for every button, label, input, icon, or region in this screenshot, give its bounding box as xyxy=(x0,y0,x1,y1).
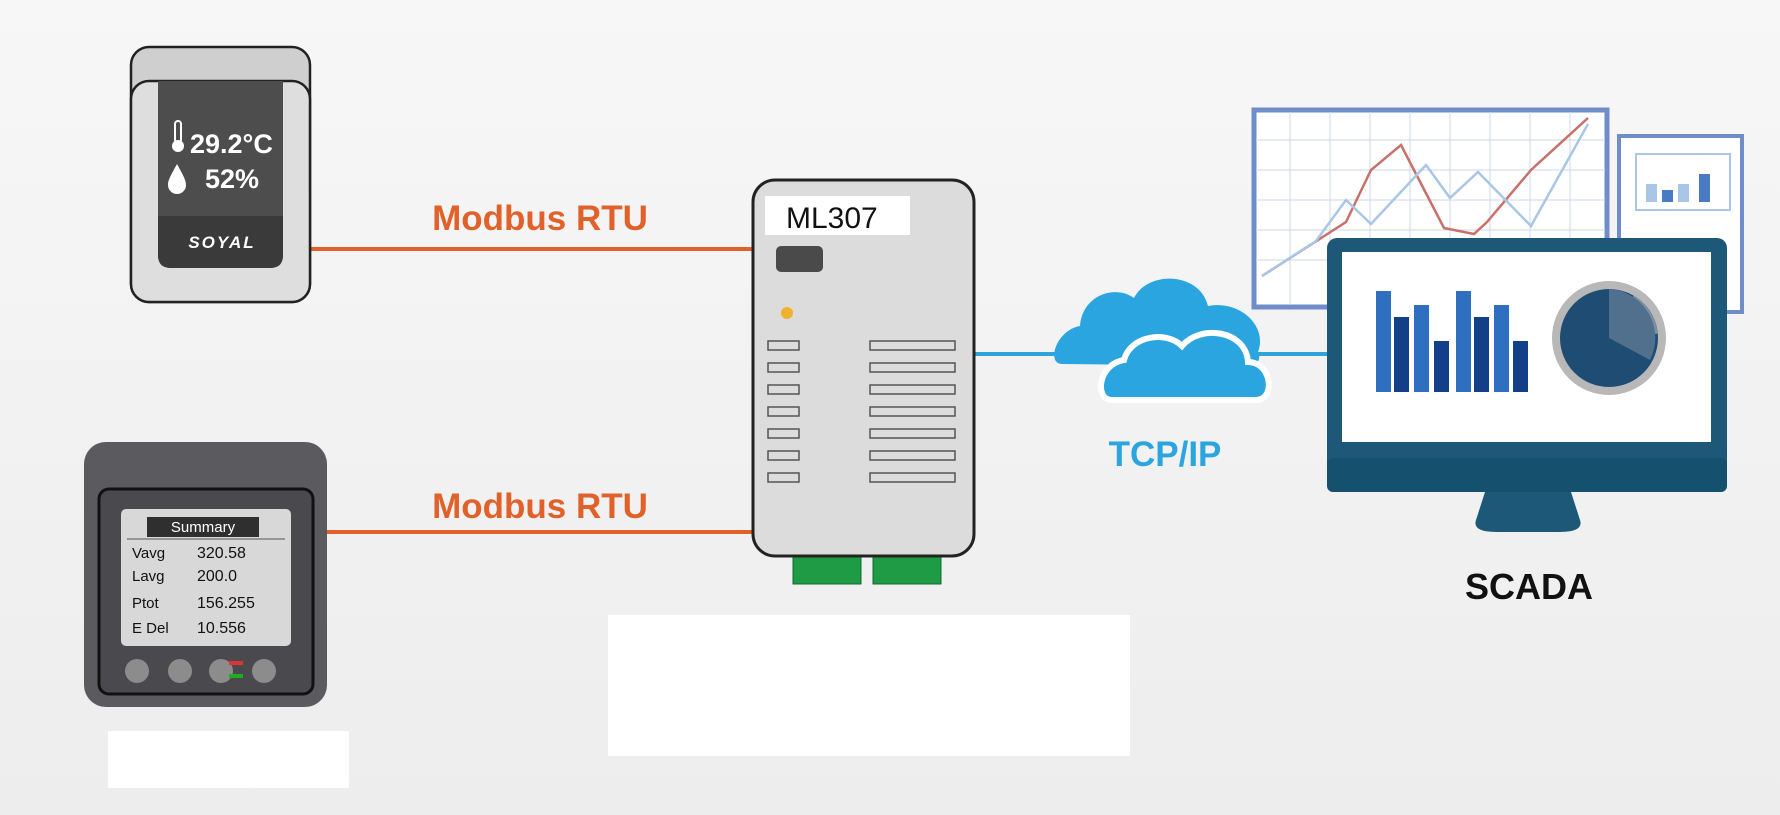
modbus-rtu-label-top: Modbus RTU xyxy=(432,199,648,238)
cloud-icon xyxy=(1054,278,1272,403)
thermometer-icon xyxy=(172,120,184,152)
meter-button xyxy=(252,659,276,683)
meter-row-label: E Del xyxy=(132,620,169,637)
blank-label-box xyxy=(608,615,1130,756)
pie-gauge-icon xyxy=(1552,281,1666,395)
meter-row: Lavg 200.0 xyxy=(132,568,237,585)
meter-row-value: 200.0 xyxy=(197,568,237,585)
meter-row-value: 156.255 xyxy=(197,595,255,612)
tcp-ip-label: TCP/IP xyxy=(1109,435,1222,474)
humidity-value: 52% xyxy=(205,164,259,194)
status-led xyxy=(781,307,793,319)
temperature-value: 29.2°C xyxy=(190,129,273,159)
monitor-icon xyxy=(1327,238,1727,532)
meter-row-label: Ptot xyxy=(132,595,160,612)
gateway-model-label: ML307 xyxy=(786,202,878,235)
gateway-device: ML307 xyxy=(751,178,976,585)
meter-row: E Del 10.556 xyxy=(132,620,246,637)
bar-chart-icon xyxy=(1376,291,1528,392)
power-meter: Summary Vavg 320.58 Lavg 200.0 Ptot 156.… xyxy=(84,442,327,707)
meter-button xyxy=(168,659,192,683)
brand-logo: SOYAL xyxy=(188,233,255,252)
temperature-humidity-sensor: 29.2°C 52% SOYAL xyxy=(129,45,312,304)
meter-button xyxy=(125,659,149,683)
display-window xyxy=(776,246,823,272)
scada-label: SCADA xyxy=(1465,566,1593,607)
meter-row: Ptot 156.255 xyxy=(132,595,255,612)
water-drop-icon xyxy=(168,164,186,194)
meter-row-value: 320.58 xyxy=(197,545,246,562)
blank-label-box xyxy=(108,731,349,788)
meter-row: Vavg 320.58 xyxy=(132,545,246,562)
vent-slots xyxy=(767,340,956,483)
meter-row-label: Vavg xyxy=(132,545,165,562)
meter-screen-title: Summary xyxy=(171,519,236,536)
meter-row-label: Lavg xyxy=(132,568,165,585)
modbus-rtu-label-bottom: Modbus RTU xyxy=(432,487,648,526)
meter-button xyxy=(209,659,233,683)
meter-row-value: 10.556 xyxy=(197,620,246,637)
